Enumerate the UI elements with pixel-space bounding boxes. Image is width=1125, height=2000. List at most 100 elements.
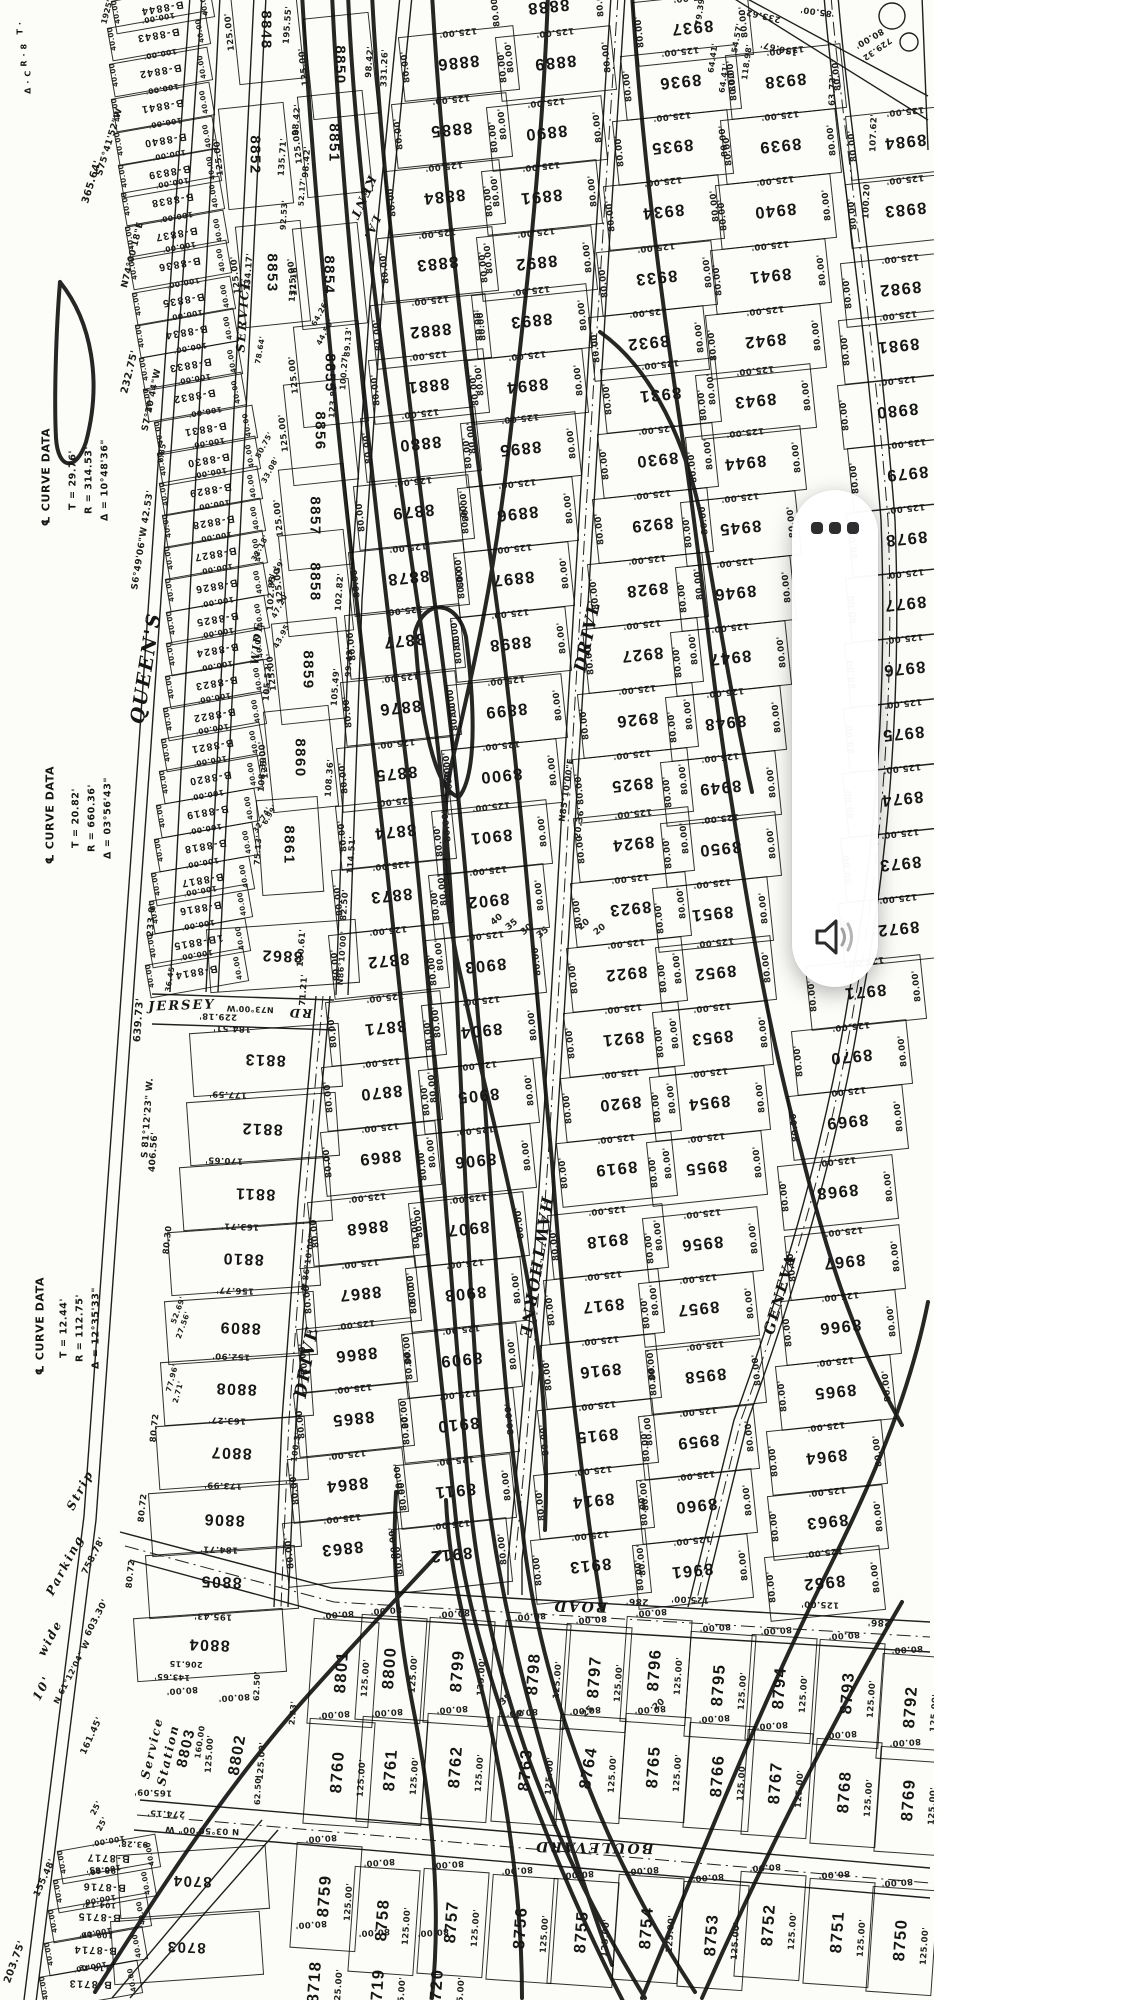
dimension-label: 108.39' <box>256 753 270 793</box>
lot-label: 8720 <box>426 1968 447 2000</box>
lot-label: 8806 <box>202 1510 246 1529</box>
dimension-label: 80.72 <box>136 1493 150 1523</box>
curve-data-label: R = 112.75' <box>74 1293 86 1363</box>
dimension-label: 80.00' <box>431 1857 465 1871</box>
dimension-label: 80.00' <box>593 0 607 18</box>
curve-data-label: T = 12.44' <box>58 1297 70 1359</box>
dimension-label: 639.73' <box>131 997 147 1043</box>
dimension-label: 78.64' <box>253 335 267 365</box>
lot-label: 8801 <box>331 1650 352 1694</box>
dimension-label: 80.00' <box>362 1855 396 1869</box>
lot-label: 8800 <box>379 1646 400 1690</box>
lot-label: 8793 <box>837 1671 858 1715</box>
dimension-label: 286' <box>867 1616 891 1628</box>
floating-toolbar <box>792 490 878 987</box>
dimension-label: 170.65' <box>204 1154 244 1166</box>
lot-label: 8797 <box>584 1655 605 1699</box>
lot-label: B-8714 <box>73 1943 117 1957</box>
lot-label: 8848 <box>257 10 275 50</box>
dimension-label: 63.73' <box>827 73 839 107</box>
dimension-label: 80.00' <box>890 1642 924 1656</box>
dimension-label: 184.51' <box>212 1022 252 1034</box>
dimension-label: 165.09' <box>133 1786 173 1798</box>
dimension-label: S6°49'06"W 42.53' <box>130 489 156 591</box>
lot-label: 8754 <box>636 1906 657 1950</box>
more-options-button[interactable] <box>803 512 867 544</box>
dimension-label: 125.00' <box>670 1593 710 1605</box>
dimension-label: 331.26' <box>379 48 391 88</box>
lot-label: 8859 <box>299 650 317 690</box>
dimension-label: 62.50' <box>252 1774 264 1806</box>
dimension-label: 80.00' <box>817 1867 851 1881</box>
dimension-label: 80.00' <box>748 1860 782 1874</box>
dimension-label: 406.56' <box>147 1131 161 1173</box>
curve-data-label: ℄ CURVE DATA <box>39 427 53 527</box>
curve-data-label: T · <box>15 21 25 35</box>
street-label: Strip <box>63 1467 97 1513</box>
dimension-label: 163.27' <box>207 1414 247 1426</box>
curve-data-label: ℄ CURVE DATA <box>43 765 57 865</box>
street-label: Parking <box>43 1532 87 1598</box>
lot-label: 8767 <box>765 1761 786 1805</box>
lot-label: 8762 <box>445 1745 466 1789</box>
curve-data-label: Δ = 12°35'33" <box>90 1287 102 1369</box>
dimension-label: 80.00' <box>369 1603 403 1617</box>
ellipssis-dot <box>829 522 841 534</box>
speaker-icon <box>815 919 853 955</box>
dimension-label: 125.00' <box>454 1976 468 2000</box>
curve-data-label: Δ = 03°56'43" <box>102 777 114 859</box>
dimension-label: 80.00' <box>827 1628 861 1642</box>
lot-label: 8768 <box>834 1770 855 1814</box>
dimension-label: 206.15 <box>169 1658 203 1670</box>
lot-label: 8851 <box>325 123 343 163</box>
dimension-label: 80.00' <box>626 1863 660 1877</box>
street-label: QUEEN'S <box>126 610 166 726</box>
contour-lines <box>53 0 930 2000</box>
dimension-label: 85.00' <box>799 3 833 19</box>
lot-label: 8757 <box>441 1900 462 1944</box>
dimension-label: 52.17' <box>296 177 308 207</box>
street-label: wide <box>34 1617 66 1659</box>
street-label: 10' <box>29 1673 55 1703</box>
dimension-label: 100.20' <box>861 180 873 220</box>
dimension-label: 25' <box>94 1815 110 1833</box>
dimension-label: 229.18' <box>198 1010 238 1022</box>
lot-label: 8808 <box>214 1379 258 1398</box>
dimension-label: 203.75' <box>2 1939 28 1985</box>
dimension-label: 152.90' <box>211 1350 251 1362</box>
ellipsis-dot <box>847 522 859 534</box>
lot-label: 8760 <box>327 1750 348 1794</box>
dimension-label: 125.00' <box>800 1598 840 1610</box>
lot-label: 8809 <box>218 1318 262 1337</box>
dimension-label: 173.99' <box>203 1479 243 1491</box>
lot-label: B-8717 <box>86 1851 130 1865</box>
dimension-label: 80.00' <box>321 1607 355 1621</box>
lot-label: 8795 <box>708 1663 729 1707</box>
lot-label: 8766 <box>707 1754 728 1798</box>
dimension-label: 80.00' <box>691 1870 725 1884</box>
speaker-button[interactable] <box>805 910 865 967</box>
lot-label: 8811 <box>234 1184 276 1203</box>
dimension-label: 184.71' <box>199 1543 239 1555</box>
lot-label: 8753 <box>701 1913 722 1957</box>
lot-label: 8850 <box>331 45 349 85</box>
street-label: BOULEVARD <box>534 1837 654 1857</box>
dimension-label: 80.00' <box>574 1612 608 1626</box>
dimension-label: 107.62' <box>868 113 880 153</box>
lot-label: 8751 <box>827 1910 848 1954</box>
lot-label: 8856 <box>311 411 329 451</box>
dimension-label: 80.00' <box>880 1875 914 1889</box>
lot-label: 8794 <box>769 1666 790 1710</box>
lot-label: 8763 <box>515 1748 536 1792</box>
lot-label: 8810 <box>221 1249 265 1268</box>
curve-data-label: Δ · C <box>23 70 33 94</box>
dimension-label: N 03°50'00" W <box>164 1823 240 1837</box>
lot-label: 8805 <box>199 1572 243 1591</box>
lot-label: 8704 <box>172 1871 212 1891</box>
curve-data-label: R = 314.53' <box>83 445 95 515</box>
lot-label: 8857 <box>306 496 324 536</box>
lot-label: 8796 <box>644 1648 665 1692</box>
lot-label: B-8713 <box>68 1977 112 1991</box>
lot-label: 8759 <box>314 1874 335 1918</box>
